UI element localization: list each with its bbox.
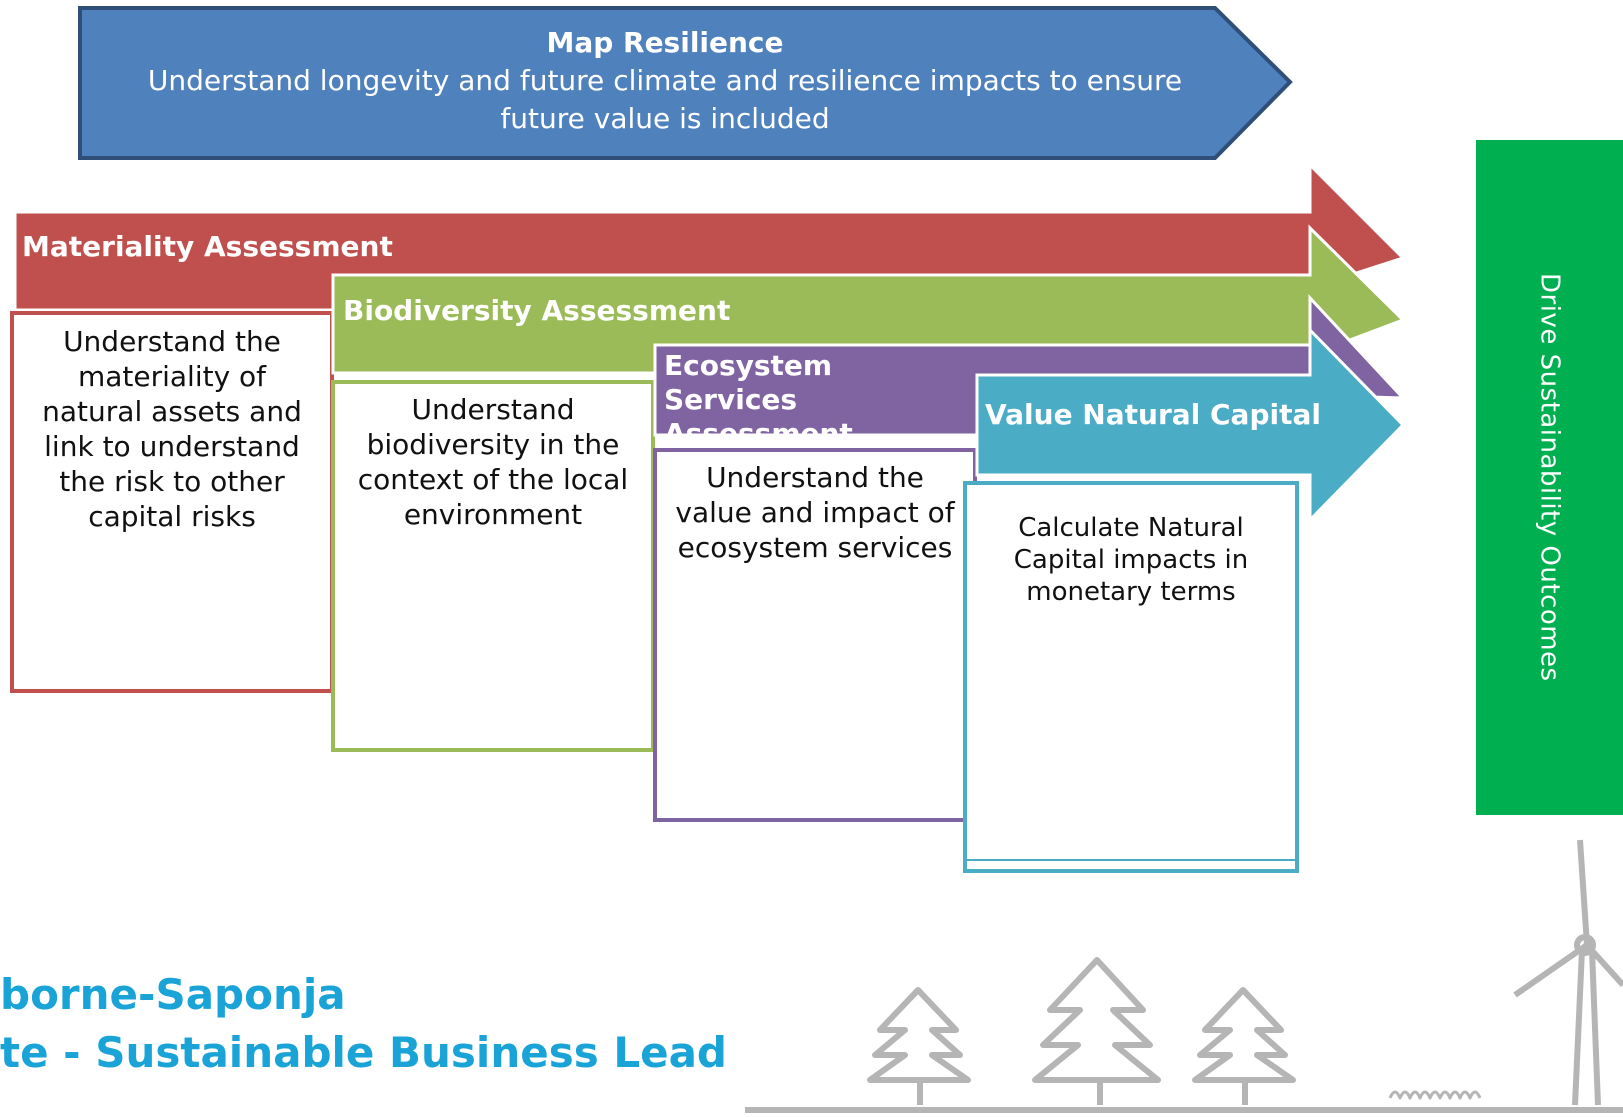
map-resilience-title: Map Resilience bbox=[546, 26, 784, 59]
biodiversity-title: Biodiversity Assessment bbox=[343, 294, 731, 327]
tree-icon bbox=[1192, 987, 1296, 1105]
biodiversity-box bbox=[331, 380, 655, 752]
value-capital-arrow bbox=[975, 326, 1406, 524]
landscape-illustration bbox=[745, 839, 1623, 1113]
wind-turbine-icon bbox=[1513, 839, 1623, 1106]
biodiversity-arrow bbox=[331, 224, 1406, 375]
value-capital-text: Calculate Natural Capital impacts in mon… bbox=[1013, 513, 1249, 607]
outcome-text: Drive Sustainability Outcomes bbox=[1534, 273, 1565, 682]
map-resilience-arrow bbox=[78, 6, 1293, 160]
ecosystem-title: Ecosystem Services Assessment bbox=[664, 349, 853, 450]
outcome-label: Drive Sustainability Outcomes bbox=[1476, 140, 1623, 815]
map-resilience-description: Understand longevity and future climate … bbox=[147, 64, 1183, 135]
value-capital-box bbox=[963, 481, 1299, 873]
ecosystem-box bbox=[653, 448, 977, 822]
speaker-name: borne-Saponja bbox=[0, 970, 346, 1019]
value-capital-title: Value Natural Capital bbox=[985, 398, 1321, 431]
materiality-box bbox=[10, 311, 334, 693]
tree-icon bbox=[867, 987, 971, 1105]
biodiversity-text: Understand biodiversity in the context o… bbox=[357, 393, 629, 531]
ecosystem-text: Understand the value and impact of ecosy… bbox=[675, 461, 955, 564]
materiality-title: Materiality Assessment bbox=[22, 230, 393, 263]
outcome-bar bbox=[1476, 140, 1623, 815]
speaker-role: te - Sustainable Business Lead bbox=[0, 1028, 727, 1077]
materiality-text: Understand the materiality of natural as… bbox=[42, 325, 302, 533]
map-resilience-text: Map Resilience Understand longevity and … bbox=[120, 24, 1210, 138]
tree-icon bbox=[1032, 957, 1161, 1105]
